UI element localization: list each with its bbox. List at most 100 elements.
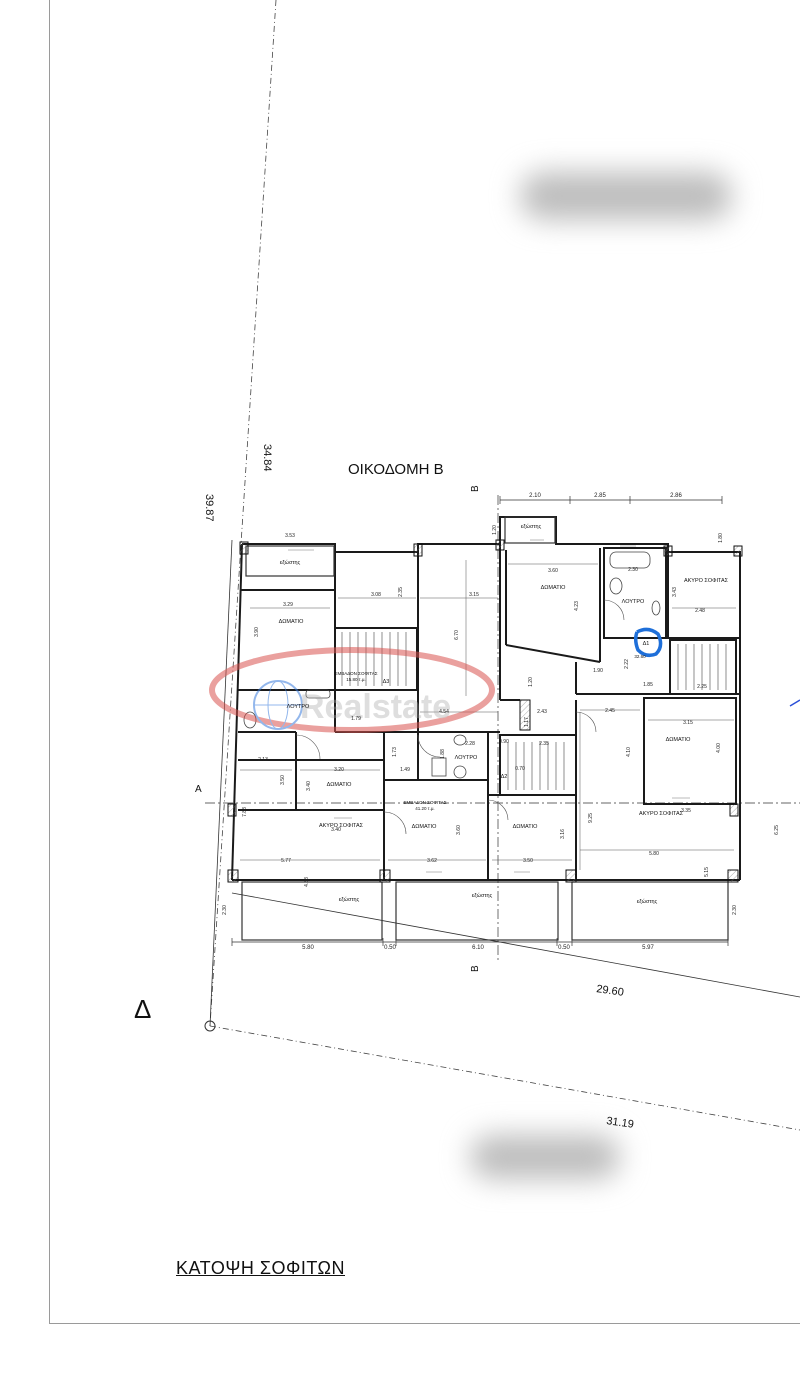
- room-akyro-1: ΑΚΥΡΟ ΣΟΦΙΤΑΣ: [684, 578, 729, 584]
- dim-52: 1.80: [718, 533, 724, 543]
- dim-1: 3.29: [283, 602, 293, 608]
- bottom-dimension-labels: 5.80 0.50 6.10 0.50 5.97: [302, 945, 654, 951]
- room-akyro-3: ΑΚΥΡΟ ΣΟΦΙΤΑΣ: [639, 811, 684, 817]
- dim-41: 3.50: [523, 858, 533, 864]
- dim-38: 4.38: [304, 877, 310, 887]
- room-d3: Δ3: [383, 679, 390, 685]
- top-dimension-chain: [499, 496, 723, 504]
- dim-31: 3.40: [306, 781, 312, 791]
- dim-48: 2.28: [465, 741, 475, 747]
- area-left-label: ΕΜΒΑΔΟΝ ΣΟΦΙΤΑΣ: [335, 671, 378, 676]
- top-dimension-labels: 2.10 2.85 2.86: [529, 493, 682, 499]
- dim-11: 2.48: [695, 608, 705, 614]
- area-labels: ΕΜΒΑΔΟΝ ΣΟΦΙΤΑΣ 15.80 τ.μ. ΕΜΒΑΔΟΝ ΣΟΦΙΤ…: [335, 654, 647, 811]
- dim-33: 1.88: [440, 749, 446, 759]
- room-labels: εξώστης εξώστης ΔΩΜΑΤΙΟ ΔΩΜΑΤΙΟ ΛΟΥΤΡΟ Α…: [279, 523, 729, 905]
- dim-27: 2.43: [537, 709, 547, 715]
- area-center-label: ΕΜΒΑΔΟΝ ΣΟΦΙΤΑΣ: [404, 800, 447, 805]
- dim-6: 6.70: [454, 630, 460, 640]
- room-domatio-4: ΔΩΜΑΤΙΟ: [327, 782, 353, 788]
- dim-35: 3.40: [331, 827, 341, 833]
- bottom-dim-3: 0.50: [558, 945, 570, 951]
- bottom-dim-1: 0.50: [384, 945, 396, 951]
- dim-49: 2.35: [539, 741, 549, 747]
- room-domatio-1: ΔΩΜΑΤΙΟ: [279, 619, 305, 625]
- room-akyro-2: ΑΚΥΡΟ ΣΟΦΙΤΑΣ: [319, 823, 364, 829]
- dim-28: 2.13: [258, 757, 268, 763]
- dim-22: 5.80: [649, 851, 659, 857]
- door-swings: [295, 599, 625, 835]
- dim-14: 1.85: [643, 682, 653, 688]
- dimension-lines: [240, 560, 736, 870]
- dim-3: 3.08: [371, 592, 381, 598]
- dim-40: 3.60: [456, 825, 462, 835]
- dim-42: 3.16: [560, 829, 566, 839]
- dim-12: 1.90: [593, 668, 603, 674]
- dim-7: 3.60: [548, 568, 558, 574]
- room-d2: Δ2: [501, 774, 508, 780]
- dim-18: 4.10: [626, 747, 632, 757]
- dim-15: 2.25: [697, 684, 707, 690]
- dim-26: 1.20: [528, 677, 534, 687]
- dim-20: 3.35: [681, 808, 691, 814]
- stair-treads: [341, 632, 727, 790]
- dim-17: 3.15: [683, 720, 693, 726]
- room-exostis-2: εξώστης: [472, 892, 493, 899]
- bottom-dim-2: 6.10: [472, 945, 484, 951]
- area-center-value: 41.20 τ.μ.: [415, 806, 434, 811]
- dim-23: 1.79: [351, 716, 361, 722]
- svg-text:Realstate: Realstate: [300, 688, 451, 726]
- dim-47: 0.90: [499, 739, 509, 745]
- highlight-mark: [633, 627, 663, 658]
- property-boundary: [209, 0, 800, 1131]
- dim-5: 3.15: [469, 592, 479, 598]
- room-exostis-3: εξώστης: [637, 898, 658, 905]
- inner-dimension-labels: 3.53 3.29 3.90 3.08 2.35 3.15 6.70 3.60 …: [222, 525, 780, 915]
- columns: [227, 539, 743, 883]
- dim-4: 2.35: [398, 587, 404, 597]
- top-dim-1: 2.85: [594, 493, 606, 499]
- bottom-dim-4: 5.97: [642, 945, 654, 951]
- dim-10: 3.43: [672, 587, 678, 597]
- dim-9: 2.30: [628, 567, 638, 573]
- dim-51: 1.20: [492, 525, 498, 535]
- bottom-dim-0: 5.80: [302, 945, 314, 951]
- dim-34: 1.49: [400, 767, 410, 773]
- dim-39: 3.62: [427, 858, 437, 864]
- dim-43: 5.15: [704, 867, 710, 877]
- room-domatio-2: ΔΩΜΑΤΙΟ: [541, 585, 567, 591]
- section-marker-b-bottom: B: [470, 965, 481, 972]
- room-d1: Δ1: [643, 641, 650, 647]
- dim-46: 2.30: [732, 905, 738, 915]
- room-domatio-6: ΔΩΜΑΤΙΟ: [513, 824, 539, 830]
- top-dim-2: 2.86: [670, 493, 682, 499]
- boundary-corner-marker: [204, 1020, 216, 1032]
- dim-21: 9.25: [588, 813, 594, 823]
- orientation-letter: Δ: [134, 994, 151, 1024]
- room-domatio-3: ΔΩΜΑΤΙΟ: [666, 737, 692, 743]
- dim-50: 0.70: [515, 766, 525, 772]
- room-loutro-1: ΛΟΥΤΡΟ: [622, 599, 645, 605]
- small-annotations: [288, 539, 690, 873]
- dim-37: 5.77: [281, 858, 291, 864]
- room-loutro-3: ΛΟΥΤΡΟ: [455, 755, 478, 761]
- property-dim-bottom-inner: 29.60: [596, 983, 625, 999]
- property-dim-left-top: 34.84: [261, 444, 273, 472]
- redacted-stamp-top: [520, 172, 732, 220]
- area-left-value: 15.80 τ.μ.: [346, 677, 365, 682]
- section-marker-b-top: B: [470, 485, 481, 492]
- dim-24: 4.54: [439, 709, 449, 715]
- room-exostis-top-left: εξώστης: [280, 559, 301, 566]
- dim-45: 2.30: [222, 905, 228, 915]
- property-dim-bottom-outer: 31.19: [606, 1115, 635, 1131]
- section-marker-a: A: [195, 784, 202, 795]
- dim-2: 3.90: [254, 627, 260, 637]
- top-dim-0: 2.10: [529, 493, 541, 499]
- building-title: ΟΙΚΟΔΟΜΗ Β: [348, 461, 444, 478]
- dim-19: 4.00: [716, 743, 722, 753]
- room-exostis-top: εξώστης: [521, 523, 542, 530]
- property-dim-left-outer: 39.87: [203, 494, 215, 522]
- room-loutro-2: ΛΟΥΤΡΟ: [287, 704, 310, 710]
- dim-16: 2.45: [605, 708, 615, 714]
